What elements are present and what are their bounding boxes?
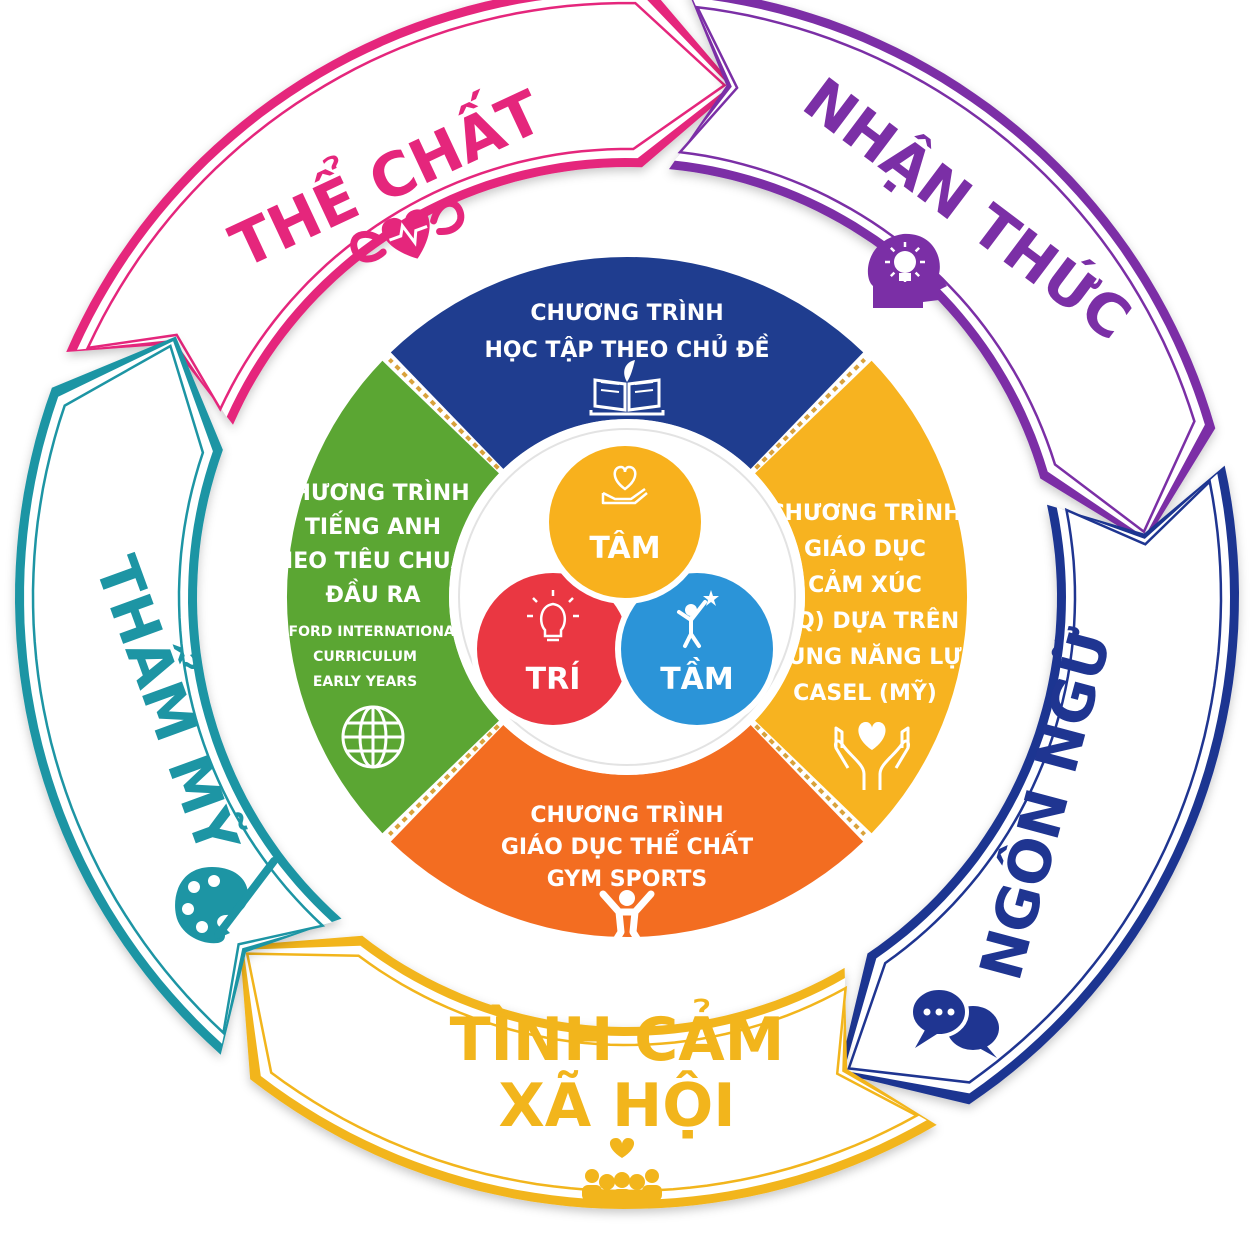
tinh-cam-label-line: XÃ HỘI [498, 1069, 735, 1141]
segment-arrow-inner [243, 945, 927, 1200]
program-sector-right [755, 360, 968, 834]
program-left-text-line: TIẾNG ANH [305, 511, 441, 540]
segment-arrow-inner [843, 473, 1230, 1094]
group-heart-icon [576, 1138, 668, 1207]
segment-arrow-inner [24, 341, 333, 1044]
heart-biceps-icon [350, 199, 465, 263]
tam-vision-circle-label: TẦM [660, 657, 734, 697]
segment-arrow-outline [847, 479, 1223, 1084]
program-right-text-line: CASEL (MỸ) [793, 680, 937, 706]
segment-arrow-outline [31, 344, 326, 1036]
program-sector-top [390, 256, 864, 469]
program-left-subline: EARLY YEARS [313, 674, 417, 690]
tam-vision-circle: TẦM [615, 567, 779, 731]
person-star-icon [677, 590, 719, 648]
core-circles: TRÍ TẦM TÂM [471, 440, 779, 731]
segment-ngon-ngu [838, 465, 1239, 1105]
program-right-text-line: CHƯƠNG TRÌNH [768, 500, 961, 526]
program-bottom-text-line: CHƯƠNG TRÌNH [530, 802, 723, 828]
program-left-text-line: THEO TIÊU CHUẨN [260, 545, 486, 574]
tri-circle: TRÍ [471, 567, 635, 731]
head-lightbulb-icon [867, 233, 947, 308]
tri-circle-disc [477, 573, 629, 725]
program-left-text-line: CHƯƠNG TRÌNH [276, 480, 469, 506]
tam-heart-circle-disc [549, 446, 701, 598]
segment-arrow-outline [677, 5, 1196, 534]
segment-arrow-outline [85, 1, 727, 412]
program-left-text-line: ĐẦU RA [326, 579, 421, 608]
program-top-text-line: CHƯƠNG TRÌNH [530, 300, 723, 326]
heart-hands-icon [834, 722, 910, 790]
segment-arrow-outline [245, 952, 920, 1193]
program-bottom-text-line: GYM SPORTS [547, 867, 708, 892]
tam-heart-circle-label: TÂM [589, 530, 660, 566]
program-left-text: CHƯƠNG TRÌNH TIẾNG ANH THEO TIÊU CHUẨN ĐẦU … [260, 480, 486, 608]
program-top-text: CHƯƠNG TRÌNH HỌC TẬP THEO CHỦ ĐỀ [484, 300, 769, 363]
program-left-subtext: OXFORD INTERNATIONAL CURRICULUM EARLY YEAR… [266, 624, 463, 690]
program-bottom-text-line: GIÁO DỤC THỂ CHẤT [501, 831, 753, 860]
open-book-icon [589, 360, 665, 416]
tam-heart-circle: TÂM [543, 440, 707, 604]
program-right-text-line: CẢM XÚC [808, 570, 922, 598]
speech-bubbles-icon [909, 986, 999, 1058]
segment-tinh-cam [239, 935, 937, 1209]
program-right-text-line: GIÁO DỤC [804, 536, 926, 562]
outer-icons [175, 199, 999, 1207]
tinh-cam-label-line: TÌNH CẢM [450, 997, 785, 1075]
globe-icon [341, 705, 405, 769]
program-left-subline: OXFORD INTERNATIONAL [266, 624, 463, 640]
tam-vision-circle-disc [621, 573, 773, 725]
program-left-subline: CURRICULUM [313, 649, 417, 665]
segment-the-chat [66, 0, 736, 425]
program-top-text-line: HỌC TẬP THEO CHỦ ĐỀ [484, 334, 769, 363]
program-sector-bottom [390, 725, 864, 938]
program-sector-left [286, 360, 499, 834]
program-bottom-text: CHƯƠNG TRÌNH GIÁO DỤC THỂ CHẤT GYM SPORTS [501, 802, 753, 892]
tri-circle-label: TRÍ [526, 661, 581, 697]
center-disc-ring [458, 428, 796, 766]
lightbulb-icon [527, 590, 579, 642]
jumping-person-icon [599, 890, 655, 952]
heart-hand-icon [601, 465, 648, 505]
palette-brush-icon [175, 857, 278, 944]
